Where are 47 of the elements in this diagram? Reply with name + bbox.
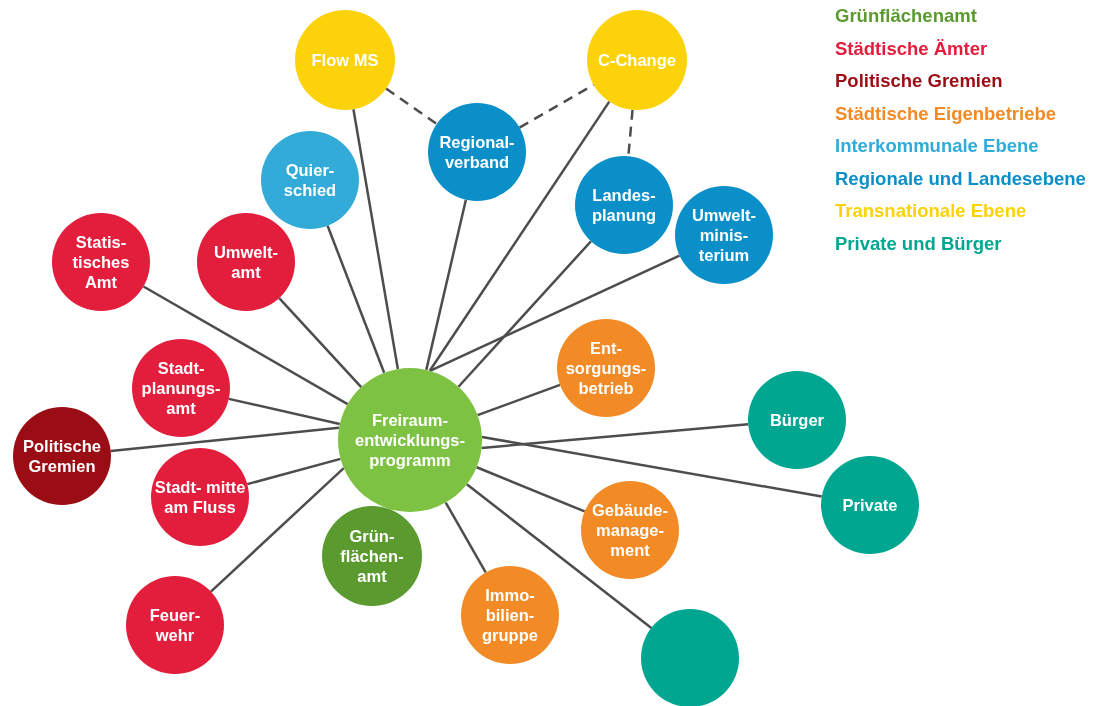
connector-line [326,225,386,374]
node-label: Gebäude- manage- ment [590,500,670,560]
connector-line [457,240,592,388]
connector-line [429,254,681,372]
node-label: Grün- flächen- amt [339,526,405,586]
node-label: Regional- verband [438,132,516,172]
connector-line [278,297,363,388]
connector-line [481,435,822,498]
connector-line [476,466,586,513]
node-label: Freiraum- entwicklungs- programm [354,410,466,470]
node-label: Landes- planung [590,185,658,225]
legend-text: Städtische Ämter [835,37,988,60]
connector-line [110,426,340,453]
node-label: Statis- tisches Amt [71,232,131,292]
connector-line [352,109,400,370]
legend-text: Städtische Eigenbetriebe [835,102,1057,125]
node-label: Flow MS [311,50,379,70]
connector-line [425,199,468,371]
node-label: Feuer- wehr [148,605,202,645]
connector-line [477,383,561,417]
connector-line [428,100,611,372]
node-label: Ent- sorgungs- betrieb [564,338,648,398]
node-label: Immo- bilien- gruppe [481,585,539,645]
legend-text: Politische Gremien [835,70,1003,92]
node-label: Umwelt- minis- terium [690,205,758,265]
legend-text: Private und Bürger [835,232,1002,255]
node-label: Quier- schied [282,160,338,200]
connector-line [246,457,341,486]
node-label: Stadt- mitte am Fluss [154,477,246,517]
legend-text: Regionale und Landesebene [835,167,1086,190]
connector-line [210,467,345,593]
legend-text: Interkommunale Ebene [835,135,1039,157]
connector-line [228,397,341,426]
node-label: Private [842,495,898,515]
node-label: Politische Gremien [22,436,102,476]
legend-text: Transnationale Ebene [835,200,1027,222]
connector-line [444,501,487,574]
connector-line [466,483,653,629]
connector-line [385,87,438,125]
legend-text: Grünflächenamt [835,5,977,27]
node-label: C-Change [598,50,676,70]
node-label: Bürger [769,410,825,430]
node-label: Umwelt- amt [212,242,280,282]
connector-line [142,285,349,406]
connector-line [627,109,634,157]
node-label: Stadt- planungs- amt [140,358,222,418]
connector-line [481,423,749,450]
